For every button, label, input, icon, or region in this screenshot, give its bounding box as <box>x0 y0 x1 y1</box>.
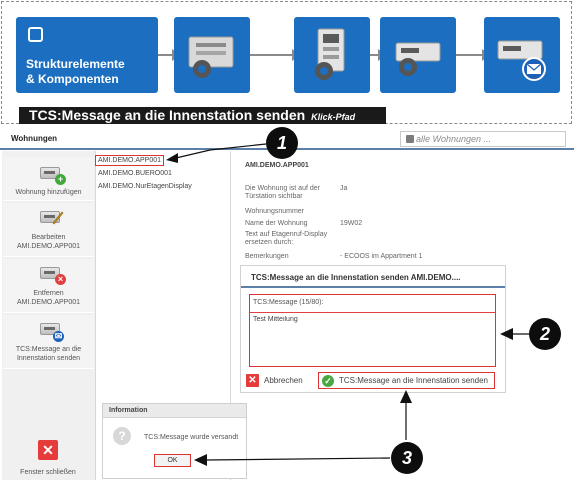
remove-label-line2: AMI.DEMO.APP001 <box>16 299 81 306</box>
list-item-label: AMI.DEMO.BUERO001 <box>98 170 172 177</box>
send-tcs-label: TCS:Message an die Innenstation senden <box>5 345 92 363</box>
detail-label-line1: Die Wohnung ist auf der <box>245 185 320 192</box>
info-title: Information <box>109 407 148 414</box>
list-item-label: AMI.DEMO.NurEtagenDisplay <box>98 183 192 190</box>
information-dialog: Information ? TCS:Message wurde versandt… <box>102 403 247 479</box>
banner-subtitle: Klick-Pfad <box>311 112 356 122</box>
callout-marker-3: 3 <box>391 442 423 474</box>
detail-label: Name der Wohnung <box>245 220 308 227</box>
message-label: TCS:Message (15/80): <box>253 299 324 306</box>
square-icon <box>28 27 43 42</box>
detail-title: AMI.DEMO.APP001 <box>245 162 309 169</box>
send-message-button[interactable]: ✓ TCS:Message an die Innenstation senden <box>318 372 495 389</box>
question-icon: ? <box>113 427 131 445</box>
step1-title-line1: Strukturelemente <box>26 57 125 71</box>
step-message <box>484 17 560 93</box>
selected-item-highlight <box>95 155 164 166</box>
page-title: Wohnungen <box>11 134 58 143</box>
detail-label: Wohnungsnummer <box>245 208 305 215</box>
add-apartment-button[interactable]: + Wohnung hinzufügen <box>3 157 94 201</box>
detail-label-line2: ersetzen durch: <box>245 239 294 246</box>
remove-label: Entfernen AMI.DEMO.APP001 <box>5 289 92 307</box>
apartment-icon <box>406 135 414 143</box>
detail-label-line2: Türstation sichtbar <box>245 193 303 200</box>
close-window-label: Fenster schließen <box>20 469 76 476</box>
edit-label-line2: AMI.DEMO.APP001 <box>16 243 81 250</box>
list-item[interactable]: AMI.DEMO.BUERO001 <box>98 170 172 177</box>
cancel-button[interactable]: ✕ Abbrechen <box>246 374 316 388</box>
action-sidebar: + Wohnung hinzufügen Bearbeiten AMI.DEMO… <box>2 151 95 480</box>
apartment-list <box>95 151 231 480</box>
list-item[interactable]: AMI.DEMO.NurEtagenDisplay <box>98 183 192 190</box>
remove-label-line1: Entfernen <box>33 290 64 297</box>
remove-button[interactable]: × Entfernen AMI.DEMO.APP001 <box>3 259 94 313</box>
list-item[interactable]: AMI.DEMO.APP001 <box>98 157 161 164</box>
detail-value: Ja <box>340 185 348 192</box>
message-field: TCS:Message (15/80): Test Mitteilung <box>249 294 496 367</box>
step-device <box>174 17 250 93</box>
send-tcs-label-line1: TCS:Message an die <box>15 346 82 353</box>
step1-title: Strukturelemente & Komponenten <box>26 57 125 87</box>
cancel-label: Abbrechen <box>264 376 303 385</box>
step1-title-line2: & Komponenten <box>26 72 119 86</box>
add-icon: + <box>55 174 66 185</box>
close-window-button[interactable]: ✕ Fenster schließen <box>4 436 92 478</box>
edit-button[interactable]: Bearbeiten AMI.DEMO.APP001 <box>3 203 94 257</box>
detail-value: - ECOOS im Appartment 1 <box>340 253 423 260</box>
callout-marker-1: 1 <box>266 127 298 159</box>
indoor-station-gear-icon <box>395 42 441 76</box>
info-header: Information <box>103 404 246 418</box>
send-tcs-label-line2: Innenstation senden <box>16 355 81 362</box>
remove-icon: × <box>55 274 66 285</box>
send-message-label: TCS:Message an die Innenstation senden <box>339 376 488 385</box>
door-station-gear-icon <box>315 28 345 80</box>
pencil-icon <box>52 211 64 225</box>
detail-label-line1: Text auf Etagenruf-Display <box>245 231 328 238</box>
banner-title-text: TCS:Message an die Innenstation senden <box>29 107 306 123</box>
step-indoor-station <box>380 17 456 93</box>
checkmark-icon: ✓ <box>322 375 334 387</box>
dialog-title: TCS:Message an die Innenstation senden A… <box>251 273 461 282</box>
message-input[interactable]: Test Mitteilung <box>253 316 491 363</box>
list-item-label: AMI.DEMO.APP001 <box>98 157 162 164</box>
search-box[interactable] <box>400 131 566 147</box>
click-path-banner: Strukturelemente & Komponenten <box>0 0 574 124</box>
close-icon: ✕ <box>38 440 58 460</box>
send-tcs-message-button[interactable]: ✉ TCS:Message an die Innenstation senden <box>3 315 94 369</box>
detail-label: Bemerkungen <box>245 253 289 260</box>
detail-value: 19W02 <box>340 220 363 227</box>
add-apartment-label: Wohnung hinzufügen <box>15 189 82 196</box>
edit-label: Bearbeiten AMI.DEMO.APP001 <box>5 233 92 251</box>
banner-title: TCS:Message an die Innenstation senden Kl… <box>19 107 386 124</box>
info-message: TCS:Message wurde versandt <box>144 434 239 441</box>
close-icon: ✕ <box>246 374 259 387</box>
step-door-station <box>294 17 370 93</box>
divider <box>250 312 495 313</box>
step-structure-elements: Strukturelemente & Komponenten <box>16 17 158 93</box>
callout-marker-2: 2 <box>529 318 561 350</box>
device-gear-icon <box>188 36 234 78</box>
mail-icon: ✉ <box>53 331 64 342</box>
search-input[interactable] <box>416 133 561 145</box>
indoor-station-mail-icon <box>497 40 546 81</box>
dialog-header: TCS:Message an die Innenstation senden A… <box>241 266 505 288</box>
ok-button[interactable]: OK <box>154 454 191 467</box>
edit-label-line1: Bearbeiten <box>31 234 66 241</box>
